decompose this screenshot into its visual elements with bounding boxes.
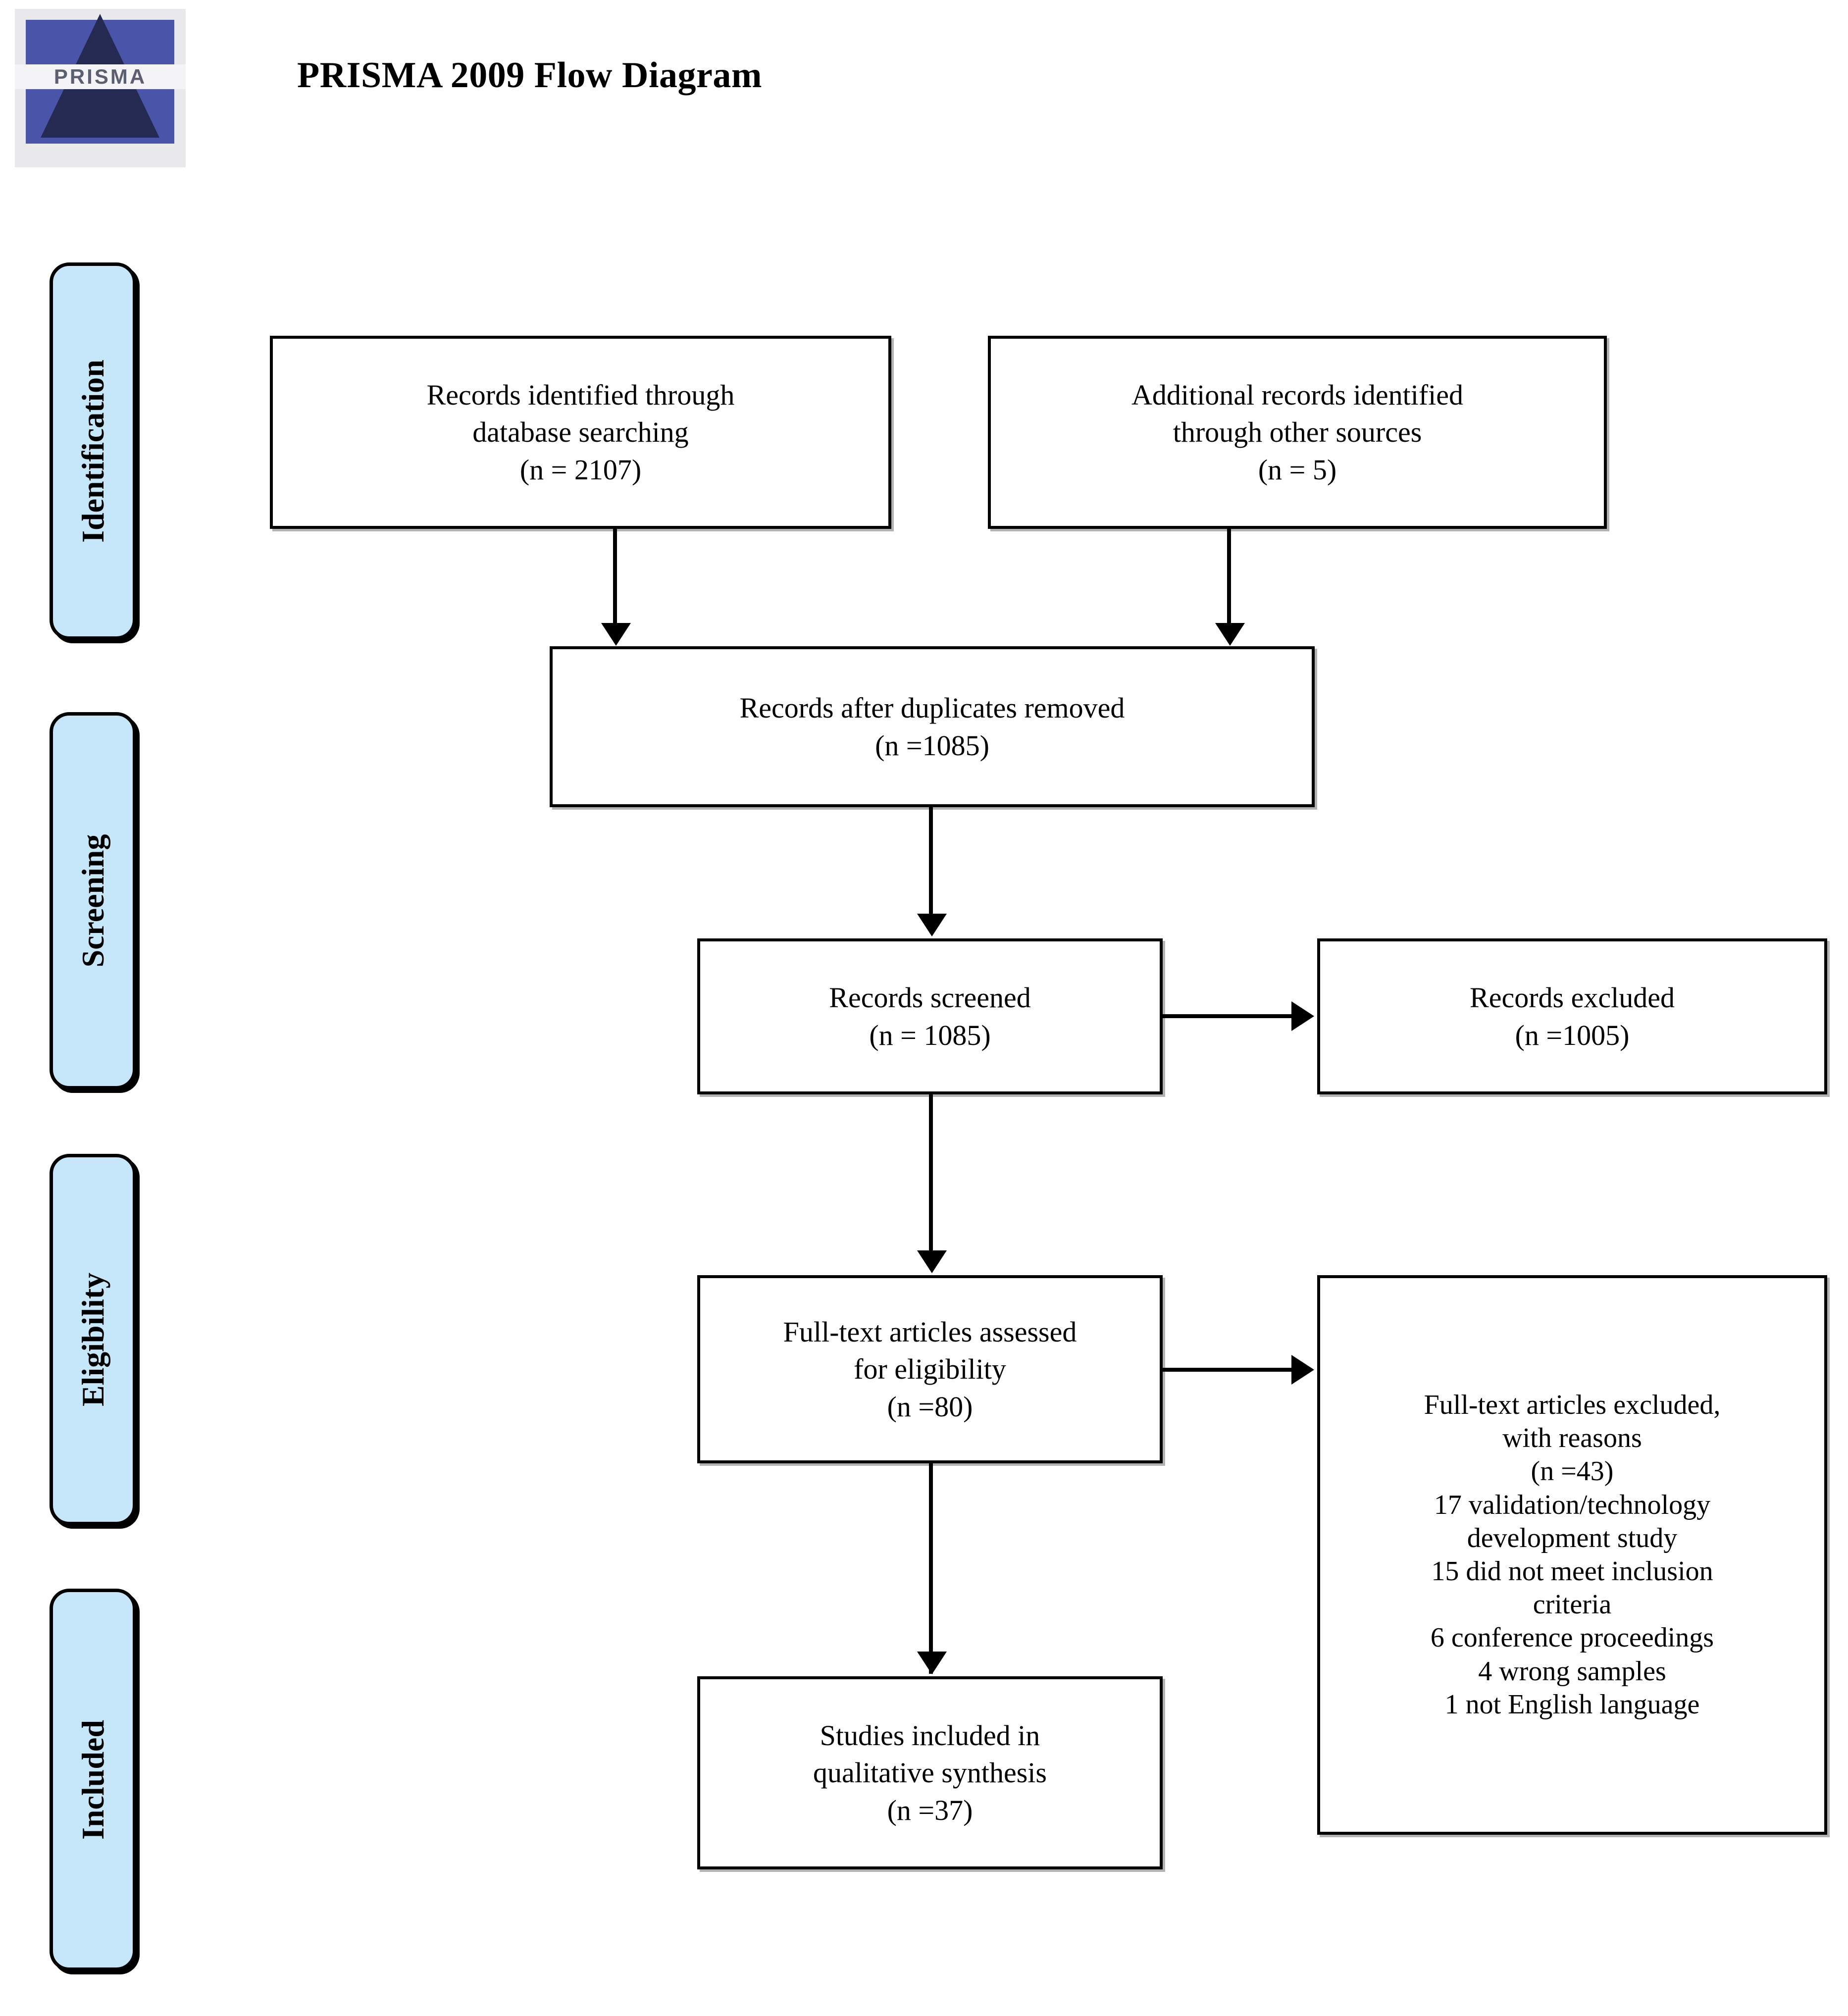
connector-other-to-duplicates <box>1227 529 1231 628</box>
arrowhead-database-to-duplicates <box>601 623 631 646</box>
box-line: for eligibility <box>854 1353 1006 1386</box>
exclusion-reason: criteria <box>1533 1589 1612 1620</box>
connector-screened-to-fulltext <box>929 1094 933 1255</box>
box-count: (n = 5) <box>1258 453 1337 486</box>
exclusion-reason: development study <box>1467 1522 1678 1553</box>
arrowhead-duplicates-to-screened <box>917 914 947 936</box>
box-line: Records identified through <box>426 378 735 411</box>
box-line: Records excluded <box>1470 982 1675 1014</box>
stage-label-identification: Identification <box>50 262 136 640</box>
stage-label-eligibility-text: Eligibility <box>75 1272 110 1407</box>
exclusion-reason: 17 validation/technology <box>1434 1489 1711 1520</box>
stage-label-screening-text: Screening <box>75 834 110 968</box>
box-count: (n =37) <box>887 1794 973 1826</box>
arrowhead-other-to-duplicates <box>1215 623 1245 646</box>
box-studies-included: Studies included in qualitative synthesi… <box>697 1676 1163 1869</box>
connector-fulltext-to-excluded <box>1163 1368 1294 1372</box>
connector-duplicates-to-screened <box>929 807 933 919</box>
logo-white-band <box>15 64 186 89</box>
box-count: (n = 2107) <box>519 453 642 486</box>
box-count: (n = 1085) <box>869 1019 991 1051</box>
connector-database-to-duplicates <box>613 529 617 628</box>
box-records-screened: Records screened (n = 1085) <box>697 938 1163 1094</box>
box-line: qualitative synthesis <box>813 1757 1047 1789</box>
stage-label-identification-text: Identification <box>75 360 110 543</box>
box-count: (n =1085) <box>875 729 989 762</box>
connector-screened-to-excluded <box>1163 1014 1294 1018</box>
box-count: (n =43) <box>1531 1456 1614 1487</box>
box-count: (n =1005) <box>1515 1019 1630 1051</box>
box-line: Additional records identified <box>1131 378 1464 411</box>
arrowhead-screened-to-fulltext <box>917 1250 947 1273</box>
exclusion-reason: 15 did not meet inclusion <box>1431 1556 1713 1587</box>
box-line: Full-text articles assessed <box>783 1315 1077 1348</box>
connector-fulltext-to-included <box>929 1463 933 1674</box>
box-line: Full-text articles excluded, <box>1424 1390 1721 1421</box>
box-additional-records-other-sources: Additional records identified through ot… <box>988 336 1607 529</box>
box-line: database searching <box>472 416 689 449</box>
box-fulltext-assessed: Full-text articles assessed for eligibil… <box>697 1275 1163 1463</box>
logo-wordmark: PRISMA <box>53 65 147 88</box>
box-line: Records screened <box>829 982 1031 1014</box>
box-records-after-duplicates: Records after duplicates removed (n =108… <box>550 646 1315 807</box>
arrowhead-fulltext-to-excluded <box>1291 1355 1314 1385</box>
box-line: through other sources <box>1173 416 1422 449</box>
stage-label-screening: Screening <box>50 712 136 1089</box>
prisma-logo: PRISMA <box>15 9 186 167</box>
page-title: PRISMA 2009 Flow Diagram <box>297 55 762 96</box>
arrowhead-fulltext-to-included <box>917 1652 947 1674</box>
box-count: (n =80) <box>887 1390 973 1423</box>
box-line: Studies included in <box>820 1719 1040 1752</box>
arrowhead-screened-to-excluded <box>1291 1001 1314 1031</box>
exclusion-reason: 6 conference proceedings <box>1430 1622 1714 1654</box>
exclusion-reason: 1 not English language <box>1444 1689 1700 1720</box>
box-line: with reasons <box>1502 1423 1642 1454</box>
stage-label-included: Included <box>50 1589 136 1971</box>
box-records-identified-database: Records identified through database sear… <box>270 336 891 529</box>
box-fulltext-excluded-with-reasons: Full-text articles excluded, with reason… <box>1317 1275 1827 1835</box>
exclusion-reason: 4 wrong samples <box>1478 1655 1666 1687</box>
box-records-excluded: Records excluded (n =1005) <box>1317 938 1827 1094</box>
box-line: Records after duplicates removed <box>739 692 1125 724</box>
stage-label-included-text: Included <box>75 1720 110 1840</box>
stage-label-eligibility: Eligibility <box>50 1154 136 1525</box>
